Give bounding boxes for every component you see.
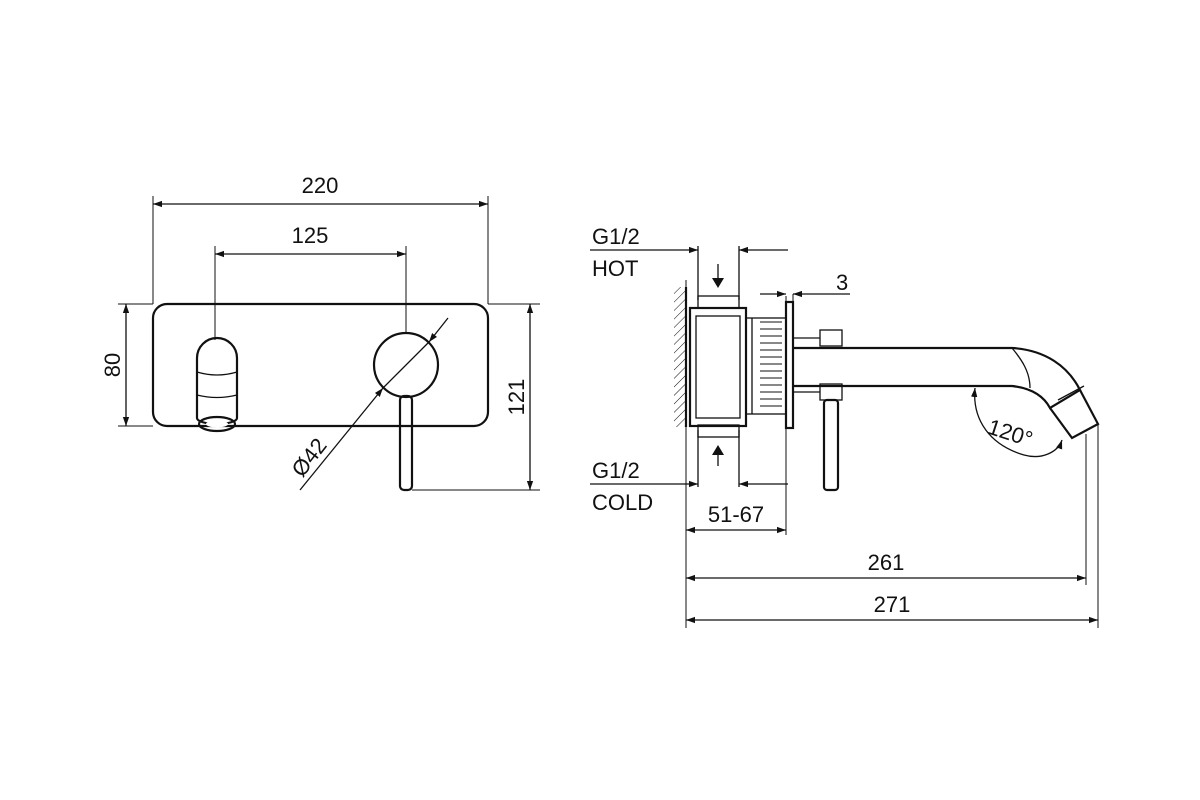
cold-inlet <box>697 424 740 487</box>
dim-height-plate: 80 <box>100 353 125 377</box>
cold-thread-label: G1/2 <box>592 458 640 483</box>
valve-thread <box>760 321 782 407</box>
hot-inlet <box>697 246 740 309</box>
cold-label: COLD <box>592 490 653 515</box>
dim-plate-thickness: 3 <box>836 270 848 295</box>
dim-wall-depth: 51-67 <box>708 502 764 527</box>
wall-hatch <box>674 287 686 427</box>
valve-body <box>688 306 787 428</box>
dim-handle-diameter: Ø42 <box>286 433 331 481</box>
hot-thread-label: G1/2 <box>592 224 640 249</box>
wall-plate <box>151 302 490 428</box>
front-view: 220 125 80 121 Ø42 <box>100 173 540 492</box>
dim-width-overall: 220 <box>302 173 339 198</box>
dim-spacing-centers: 125 <box>292 223 329 248</box>
side-view: 120° G1/2 HOT G1/2 COLD 3 51-67 261 271 <box>590 224 1100 628</box>
knurl-ring-top <box>819 329 843 347</box>
lever-side <box>822 398 840 492</box>
spout-outlet <box>195 336 239 433</box>
dim-height-total: 121 <box>504 379 529 416</box>
cover-plate-side <box>784 300 795 430</box>
dim-spout-overall: 271 <box>874 592 911 617</box>
angle-arc <box>971 387 1063 458</box>
dim-spout-inner: 261 <box>868 550 905 575</box>
hot-label: HOT <box>592 256 638 281</box>
handle-lever <box>398 394 414 492</box>
dim-line-diameter <box>299 387 384 491</box>
dim-spout-angle: 120° <box>985 414 1036 452</box>
